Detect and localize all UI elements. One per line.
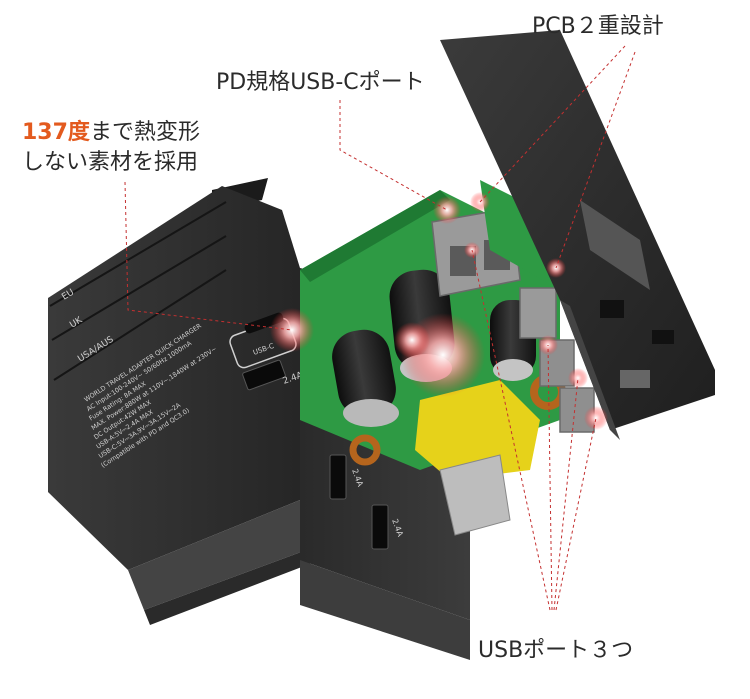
leader-lines [124,45,636,611]
heat-line-2: しない素材を採用 [22,149,199,175]
highlight-glows [270,192,608,430]
adapter-body [48,178,470,660]
exploded-lid [440,30,715,440]
heat-rest: まで熱変形 [89,120,200,145]
callout-pcb-double: PCB２重設計 [532,14,664,39]
callout-usb-ports: USBポート３つ [478,638,634,663]
heat-highlight: 137度 [22,120,90,145]
callout-pd-usbc-port: PD規格USB-Cポート [216,70,425,95]
callout-heat-resistance: 137度まで熱変形 しない素材を採用 [22,118,200,177]
